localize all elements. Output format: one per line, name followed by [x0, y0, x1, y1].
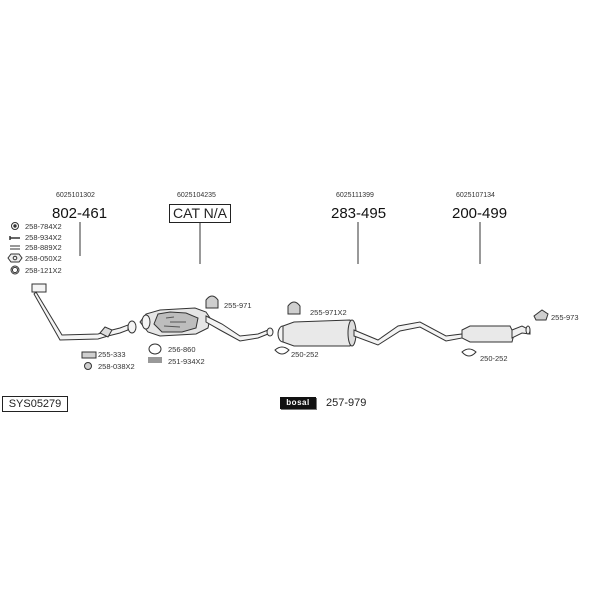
clamp-label: 250-252 — [291, 350, 319, 359]
accessory-label: 256-860 — [168, 345, 196, 354]
rubber-hanger-icon — [205, 295, 219, 309]
fitting-label: 258-121X2 — [25, 266, 62, 275]
clamp-icon — [274, 346, 290, 355]
ref-number-rear-silencer: 6025107134 — [456, 192, 495, 199]
part-number-catalyst: CAT N/A — [169, 204, 231, 223]
hanger-label: 255-973 — [551, 313, 579, 322]
part-number-front-pipe: 802-461 — [52, 205, 108, 222]
part-number-rear-silencer: 200-499 — [452, 205, 508, 222]
clamp-icon — [461, 348, 477, 357]
washer-icon — [11, 222, 19, 230]
clamp-label: 250-252 — [480, 354, 508, 363]
hanger-label: 255-971 — [224, 301, 252, 310]
ref-number-centre-silencer: 6025111399 — [336, 192, 374, 199]
fitting-label: 258-050X2 — [25, 254, 62, 263]
front-pipe — [31, 283, 137, 341]
ref-number-front-pipe: 6025101302 — [56, 192, 95, 199]
spring-icon — [10, 245, 20, 250]
rubber-hanger-icon — [287, 301, 301, 315]
system-code: SYS05279 — [2, 396, 68, 412]
brand-part-number: 257-979 — [326, 397, 367, 409]
rubber-hanger-icon — [81, 351, 97, 359]
accessory-label: 258-038X2 — [98, 362, 135, 371]
clamp-icon — [148, 343, 162, 355]
fitting-label: 258-934X2 — [25, 233, 62, 242]
accessory-label: 251-934X2 — [168, 357, 205, 366]
rear-silencer — [461, 325, 531, 343]
spring-icon — [148, 357, 162, 363]
bolt-icon — [9, 236, 20, 240]
fitting-label: 258-889X2 — [25, 243, 62, 252]
centre-silencer — [277, 319, 463, 347]
rubber-hanger-icon — [533, 309, 549, 321]
ring-icon — [10, 265, 20, 275]
ref-number-catalyst: 6025104235 — [177, 192, 216, 199]
catalyst — [139, 307, 274, 342]
bosal-logo: bosal — [280, 397, 316, 409]
accessory-label: 255-333 — [98, 350, 126, 359]
nut-icon — [7, 253, 23, 263]
washer-icon — [84, 362, 92, 370]
hanger-label: 255-971X2 — [310, 308, 347, 317]
part-number-centre-silencer: 283-495 — [331, 205, 387, 222]
fitting-label: 258-784X2 — [25, 222, 62, 231]
